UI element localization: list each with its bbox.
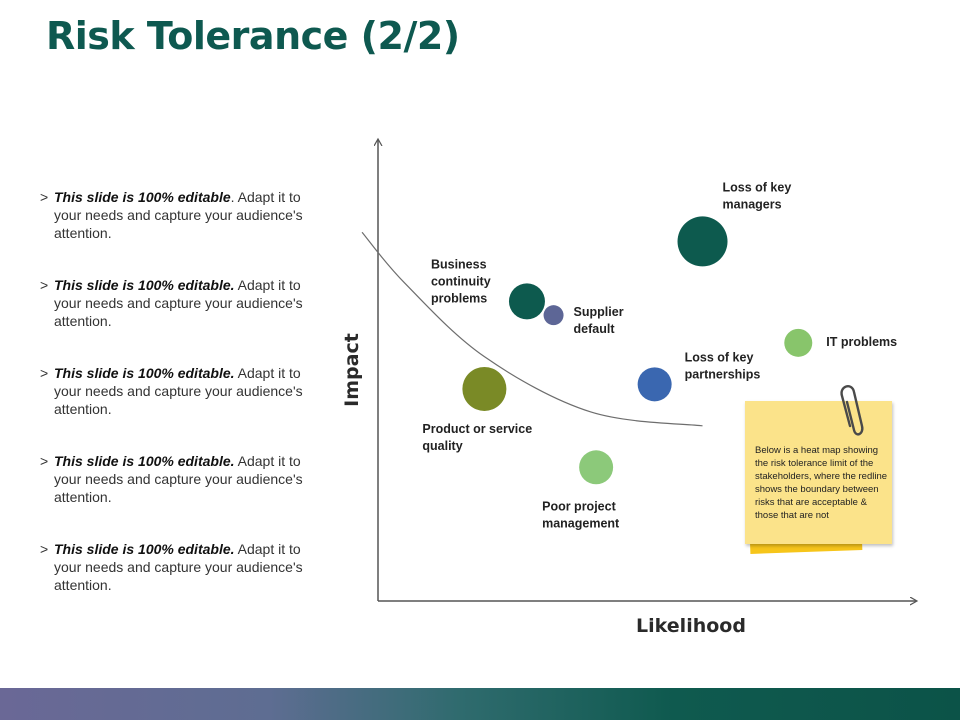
- tolerance-curve: [361, 231, 703, 427]
- bullet-text: Adapt it to your needs and capture your …: [54, 541, 303, 593]
- bubble-loss-of-key-partnerships: [637, 367, 672, 402]
- bullet-text: Adapt it to your needs and capture your …: [54, 365, 303, 417]
- bullet-marker: >: [40, 365, 49, 381]
- x-axis-title: Likelihood: [636, 615, 746, 637]
- sticky-note: [745, 401, 892, 544]
- bullet-bold-text: This slide is 100% editable.: [54, 365, 235, 381]
- bubble-supplier-default: [543, 305, 564, 326]
- bubble-product-or-service-quality: [462, 366, 507, 411]
- bullet-item: > This slide is 100% editable. Adapt it …: [40, 364, 330, 418]
- bullet-text: Adapt it to your needs and capture your …: [54, 277, 303, 329]
- bullet-bold-text: This slide is 100% editable.: [54, 277, 235, 293]
- bullet-marker: >: [40, 541, 49, 557]
- bullet-marker: >: [40, 453, 49, 469]
- bullet-text: Adapt it to your needs and capture your …: [54, 453, 303, 505]
- bullet-bold-text: This slide is 100% editable: [54, 189, 231, 205]
- bubble-loss-of-key-managers: [677, 216, 728, 267]
- bullet-marker: >: [40, 189, 49, 205]
- bubble-label: IT problems: [826, 335, 897, 349]
- bullet-text: . Adapt it to your needs and capture you…: [54, 189, 303, 241]
- bullet-marker: >: [40, 277, 49, 293]
- bullet-item: > This slide is 100% editable. Adapt it …: [40, 188, 330, 242]
- y-axis-title: Impact: [341, 333, 363, 407]
- bullet-item: > This slide is 100% editable. Adapt it …: [40, 452, 330, 506]
- sticky-note-text: Below is a heat map showing the risk tol…: [755, 445, 888, 521]
- bullet-item: > This slide is 100% editable. Adapt it …: [40, 276, 330, 330]
- bubble-it-problems: [784, 328, 813, 357]
- bullet-bold-text: This slide is 100% editable.: [54, 453, 235, 469]
- bullet-bold-text: This slide is 100% editable.: [54, 541, 235, 557]
- paperclip-icon: [840, 385, 864, 436]
- footer-band: [0, 688, 960, 720]
- bubble-business-continuity-problems: [508, 283, 545, 320]
- slide-title: Risk Tolerance (2/2): [46, 14, 460, 58]
- bullet-item: > This slide is 100% editable. Adapt it …: [40, 540, 330, 594]
- bubble-poor-project-management: [579, 450, 614, 485]
